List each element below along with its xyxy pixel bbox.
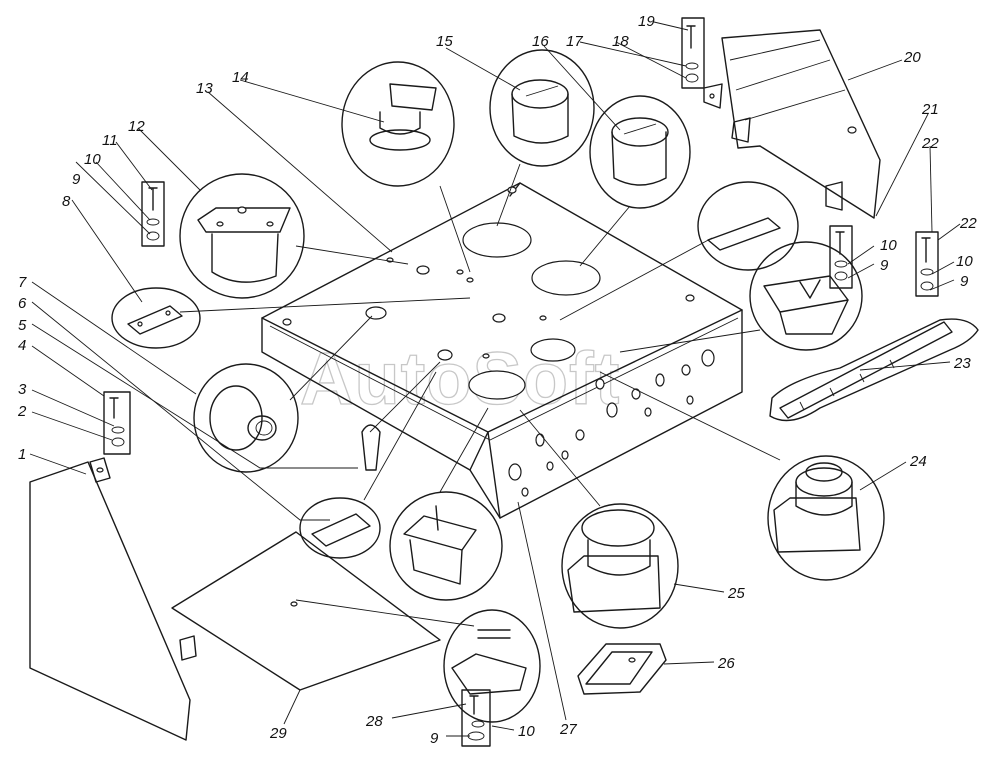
detail-bracket-center: [389, 491, 503, 601]
fastener-group-2-3-4: [103, 391, 131, 455]
callout-21: 21: [921, 101, 939, 118]
detail-part-21: [697, 181, 799, 271]
detail-part-16: [589, 95, 691, 209]
detail-lamp-holder: [361, 424, 381, 471]
callout-19: 19: [638, 13, 655, 30]
callout-18: 18: [612, 33, 629, 50]
callout-10-c: 10: [956, 253, 973, 270]
detail-part-12: [179, 173, 305, 299]
callout-22-a: 22: [921, 135, 939, 152]
callout-24: 24: [909, 453, 927, 470]
detail-part-7: [193, 363, 299, 473]
callout-10-d: 10: [518, 723, 535, 740]
callout-22-b: 22: [959, 215, 977, 232]
callout-9-c: 9: [960, 273, 969, 290]
side-cover-part-20: [703, 29, 881, 219]
callout-15: 15: [436, 33, 453, 50]
callout-10-b: 10: [880, 237, 897, 254]
callout-3: 3: [18, 381, 27, 398]
instrument-panel-body: [261, 182, 743, 519]
callout-13: 13: [196, 80, 213, 97]
callout-labels: 1 2 3 4 5 6 7 8 9 10 11 12 13 14 15 16 1…: [17, 13, 977, 747]
fastener-group-28-9-10: [461, 689, 491, 747]
callout-28: 28: [365, 713, 383, 730]
strip-part-23: [769, 318, 979, 422]
detail-part-8: [111, 287, 201, 349]
detail-part-15: [489, 49, 595, 167]
callout-9-a: 9: [72, 171, 81, 188]
callout-25: 25: [727, 585, 745, 602]
callout-16: 16: [532, 33, 549, 50]
callout-29: 29: [269, 725, 287, 742]
callout-6: 6: [18, 295, 27, 312]
leader-lines: [29, 21, 961, 737]
detail-toggle-switch: [749, 241, 863, 351]
fastener-group-9-10-11: [141, 181, 165, 247]
callout-26: 26: [717, 655, 735, 672]
callout-9-b: 9: [880, 257, 889, 274]
detail-plate-lower: [299, 497, 381, 559]
callout-8: 8: [62, 193, 71, 210]
callout-5: 5: [18, 317, 27, 334]
callout-14: 14: [232, 69, 249, 86]
callout-4: 4: [18, 337, 26, 354]
fastener-group-22-10-9-b: [915, 231, 939, 297]
fastener-group-17-18-19: [681, 17, 705, 89]
callout-23: 23: [953, 355, 971, 372]
callout-12: 12: [128, 118, 145, 135]
callout-7: 7: [18, 274, 27, 291]
detail-part-14: [341, 61, 455, 187]
detail-part-25: [561, 503, 679, 629]
callout-27: 27: [559, 721, 577, 738]
callout-1: 1: [18, 446, 26, 463]
detail-part-24: [767, 455, 885, 581]
cover-plate-part-29: [171, 531, 441, 691]
callout-17: 17: [566, 33, 583, 50]
callout-10-a: 10: [84, 151, 101, 168]
callout-11: 11: [102, 132, 118, 149]
detail-part-26: [577, 643, 667, 695]
callout-9-d: 9: [430, 730, 439, 747]
side-cover-part-1: [29, 457, 197, 741]
fastener-group-22-10-9-a: [829, 225, 853, 289]
callout-2: 2: [17, 403, 27, 420]
callout-20: 20: [903, 49, 921, 66]
